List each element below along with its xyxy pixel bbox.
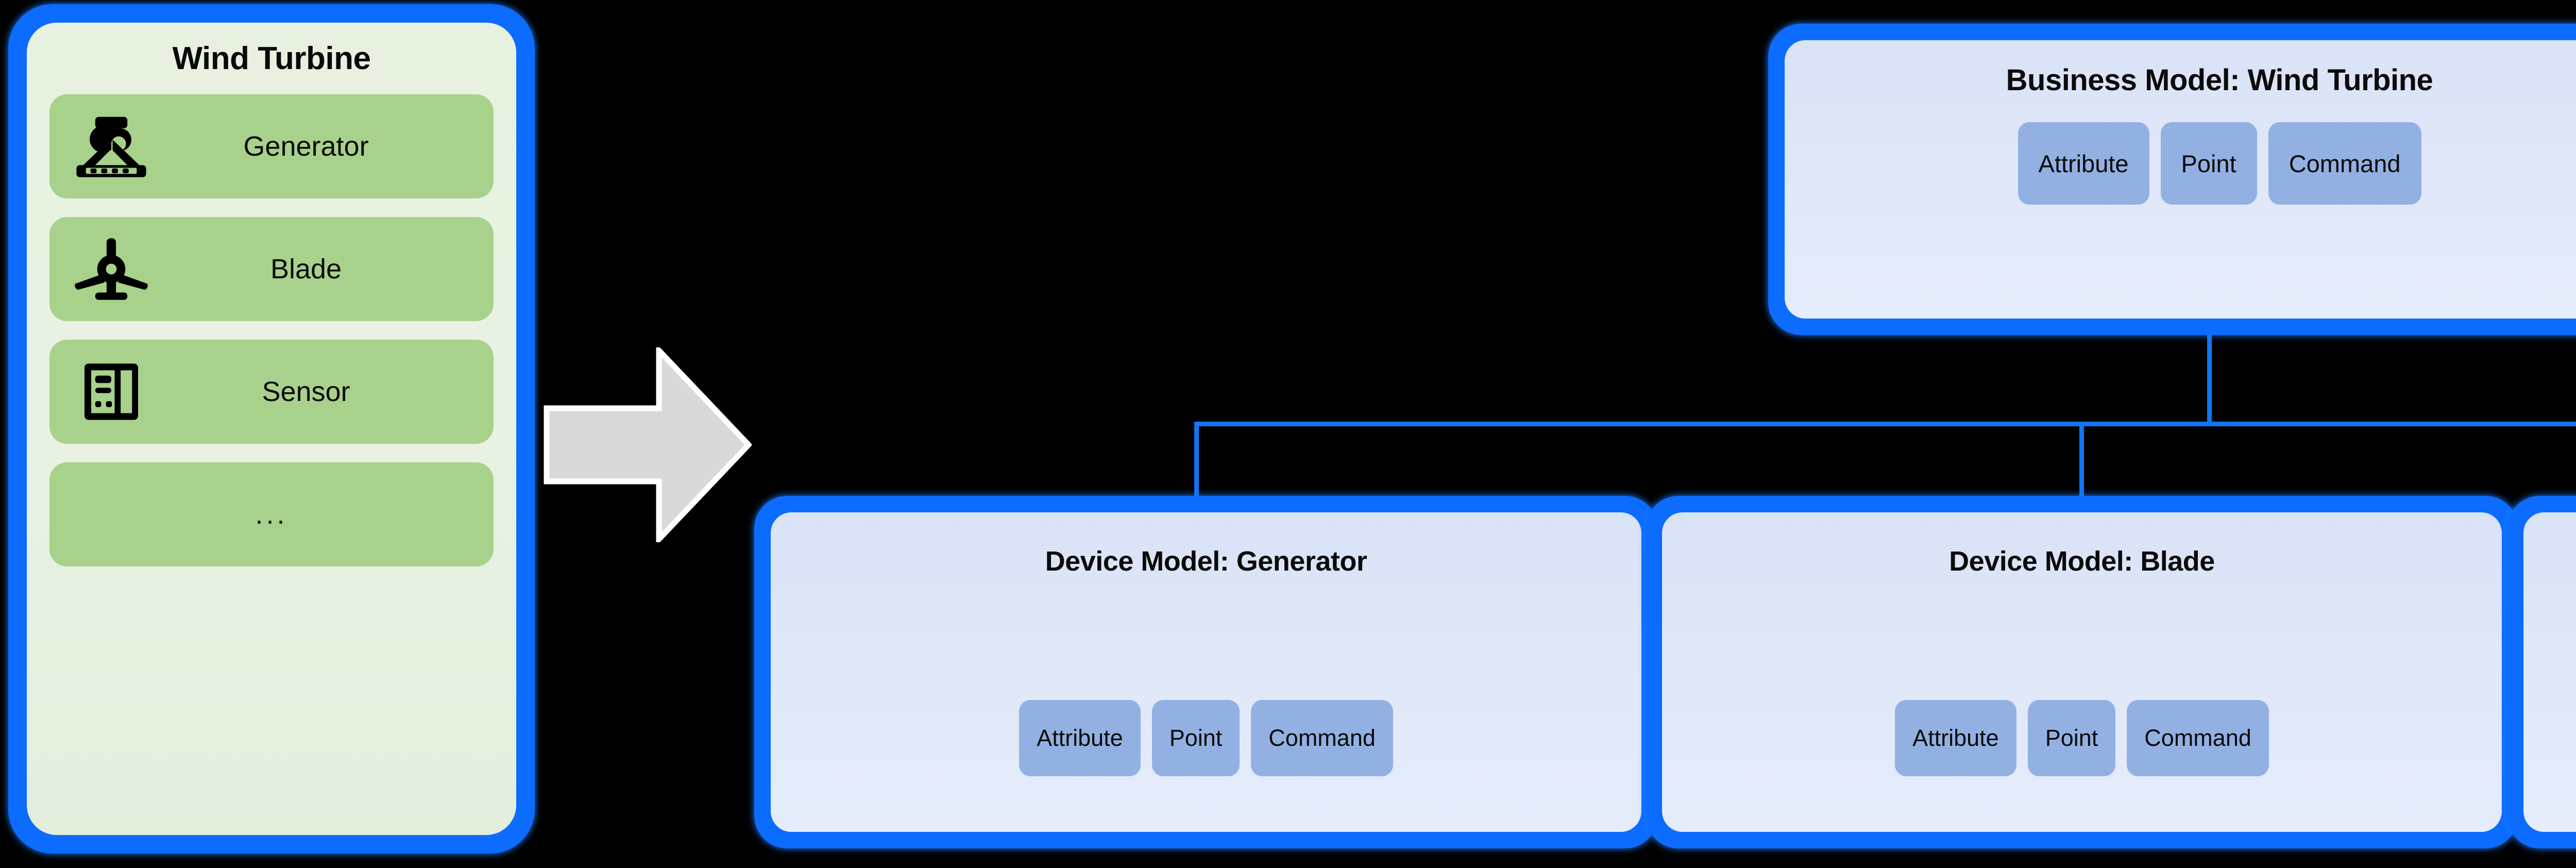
device-model-generator-card[interactable]: Device Model: Generator Attribute Point … [757, 499, 1655, 845]
connector-drop-generator [1194, 424, 1199, 522]
business-model-chip-row: Attribute Point Command [1800, 122, 2576, 205]
list-item-sensor[interactable]: Sensor [49, 340, 494, 444]
chip-point[interactable]: Point [2027, 700, 2116, 776]
list-item-label: Blade [270, 254, 342, 285]
chip-attribute[interactable]: Attribute [2018, 122, 2149, 205]
business-model-title: Business Model: Wind Turbine [2006, 63, 2433, 97]
wind-turbine-title: Wind Turbine [172, 41, 371, 76]
list-item-label: Sensor [262, 376, 350, 407]
business-model-card[interactable]: Business Model: Wind Turbine Attribute P… [1771, 27, 2576, 332]
wind-turbine-blade-icon [70, 236, 152, 303]
connector-drop-business [2207, 324, 2212, 424]
transform-arrow-icon [544, 347, 752, 542]
list-item-more[interactable]: ... [49, 462, 494, 566]
device-model-chip-row: Attribute Point Command [786, 700, 1626, 776]
list-item-blade[interactable]: Blade [49, 217, 494, 321]
device-model-title: Device Model: Blade [1949, 546, 2215, 577]
chip-command[interactable]: Command [2127, 700, 2269, 776]
chip-command[interactable]: Command [1251, 700, 1393, 776]
list-item-label: ... [255, 499, 288, 530]
device-model-chip-row: Attribute Point Command [1677, 700, 2486, 776]
chip-point[interactable]: Point [1151, 700, 1240, 776]
chip-command[interactable]: Command [2268, 122, 2421, 205]
list-item-generator[interactable]: Generator [49, 94, 494, 198]
device-model-title: Device Model: Generator [1045, 546, 1367, 577]
connector-drop-blade [2079, 424, 2084, 522]
device-model-chip-row: Attribute Point Command [2539, 700, 2576, 776]
chip-attribute[interactable]: Attribute [1895, 700, 2016, 776]
device-model-sensor-card[interactable]: Device Model: Sensor Attribute Point Com… [2510, 499, 2576, 845]
component-list: Generator Blade [49, 94, 494, 566]
chip-point[interactable]: Point [2160, 122, 2257, 205]
sensor-device-icon [70, 358, 152, 425]
device-model-blade-card[interactable]: Device Model: Blade Attribute Point Comm… [1649, 499, 2515, 845]
connector-horizontal-bus [1194, 422, 2576, 426]
generator-icon [70, 113, 152, 180]
chip-attribute[interactable]: Attribute [1019, 700, 1141, 776]
wind-turbine-card: Wind Turbine [11, 7, 532, 850]
list-item-label: Generator [243, 131, 369, 162]
